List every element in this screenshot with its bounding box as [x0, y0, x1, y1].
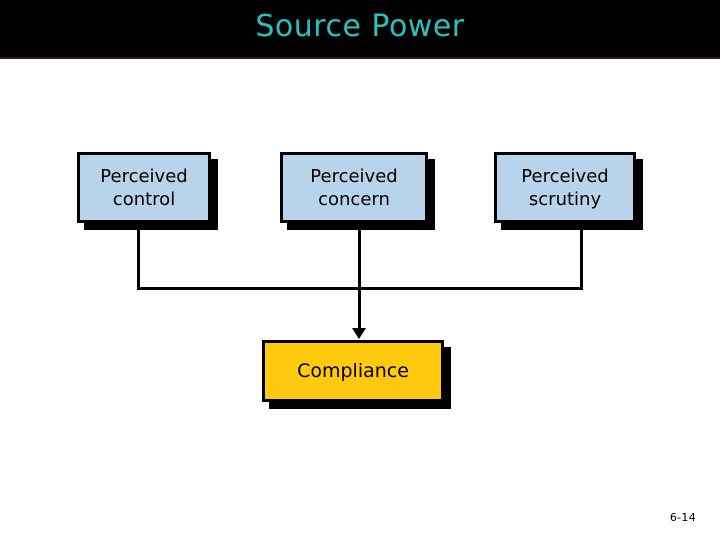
connector-drop-concern: [358, 230, 361, 290]
node-compliance: Compliance: [262, 340, 444, 402]
node-label: Perceived scrutiny: [521, 165, 609, 210]
node-perceived-control: Perceived control: [77, 152, 211, 223]
title-band: [0, 0, 720, 57]
title-band-rule: [0, 57, 720, 59]
node-label: Perceived concern: [310, 165, 398, 210]
arrow-down-icon: [352, 328, 366, 339]
connector-drop-control: [137, 230, 140, 290]
connector-drop-scrutiny: [580, 230, 583, 290]
page-number: 6-14: [669, 511, 696, 524]
page-title: Source Power: [255, 9, 465, 44]
node-label: Perceived control: [100, 165, 188, 210]
connector-stem-to-compliance: [358, 287, 361, 330]
node-perceived-scrutiny: Perceived scrutiny: [494, 152, 636, 223]
node-perceived-concern: Perceived concern: [280, 152, 428, 223]
node-label: Compliance: [297, 359, 409, 382]
